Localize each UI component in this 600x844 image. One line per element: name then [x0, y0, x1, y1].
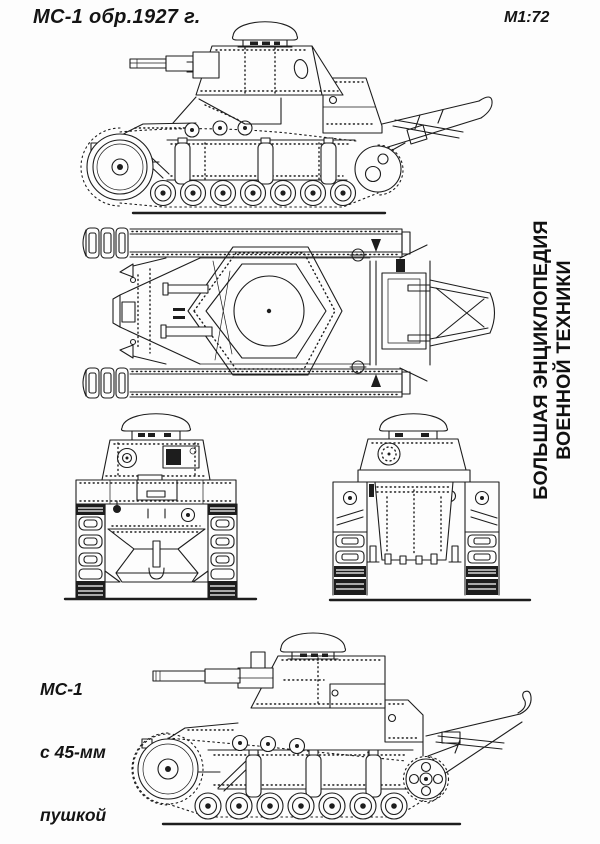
running-gear — [132, 733, 450, 820]
variant-45mm-side-view-drawing — [131, 632, 532, 826]
rear-deck-plan — [349, 239, 428, 387]
series-watermark: БОЛЬШАЯ ЭНЦИКЛОПЕДИЯ ВОЕННОЙ ТЕХНИКИ — [530, 215, 576, 505]
plan-view-drawing — [82, 227, 496, 399]
front-view-drawing — [63, 413, 258, 601]
variant-caption-line-3: пушкой — [40, 805, 107, 825]
road-wheels — [149, 179, 357, 207]
turret — [250, 655, 386, 709]
scale-label: М1:72 — [504, 9, 550, 26]
watermark-line-2: ВОЕННОЙ ТЕХНИКИ — [553, 260, 575, 460]
hull-plan — [112, 257, 371, 365]
track-rear-right — [464, 531, 500, 596]
page-title: МС-1 обр.1927 г. — [33, 6, 201, 28]
tail-skid — [425, 690, 532, 779]
hull-rear — [332, 469, 500, 565]
gun-45mm — [152, 651, 274, 689]
hull-front — [75, 474, 237, 583]
side-view-1927-drawing — [80, 21, 493, 215]
track-rear-left — [332, 531, 368, 596]
hull-side — [141, 722, 414, 798]
track-front-left — [75, 503, 106, 600]
road-wheels — [194, 792, 408, 820]
track-front-right — [207, 503, 238, 600]
cupola-rear — [378, 413, 449, 440]
cupola — [279, 632, 347, 660]
turret-rear — [359, 438, 467, 471]
running-gear — [86, 133, 402, 207]
turret-plan — [160, 246, 343, 376]
turret-front — [101, 439, 211, 481]
track-bottom — [82, 367, 411, 399]
track-top — [82, 227, 411, 259]
rear-view-drawing — [328, 413, 532, 602]
variant-caption-line-2: с 45-мм — [40, 742, 106, 762]
cupola — [231, 21, 299, 48]
variant-caption: МС-1 с 45-мм пушкой — [40, 637, 106, 844]
tail-plan — [407, 260, 496, 366]
variant-caption-line-1: МС-1 — [40, 679, 83, 699]
cupola-front — [120, 413, 192, 441]
machine-gun — [129, 51, 220, 79]
engine-box — [384, 699, 424, 757]
turret — [172, 45, 344, 125]
